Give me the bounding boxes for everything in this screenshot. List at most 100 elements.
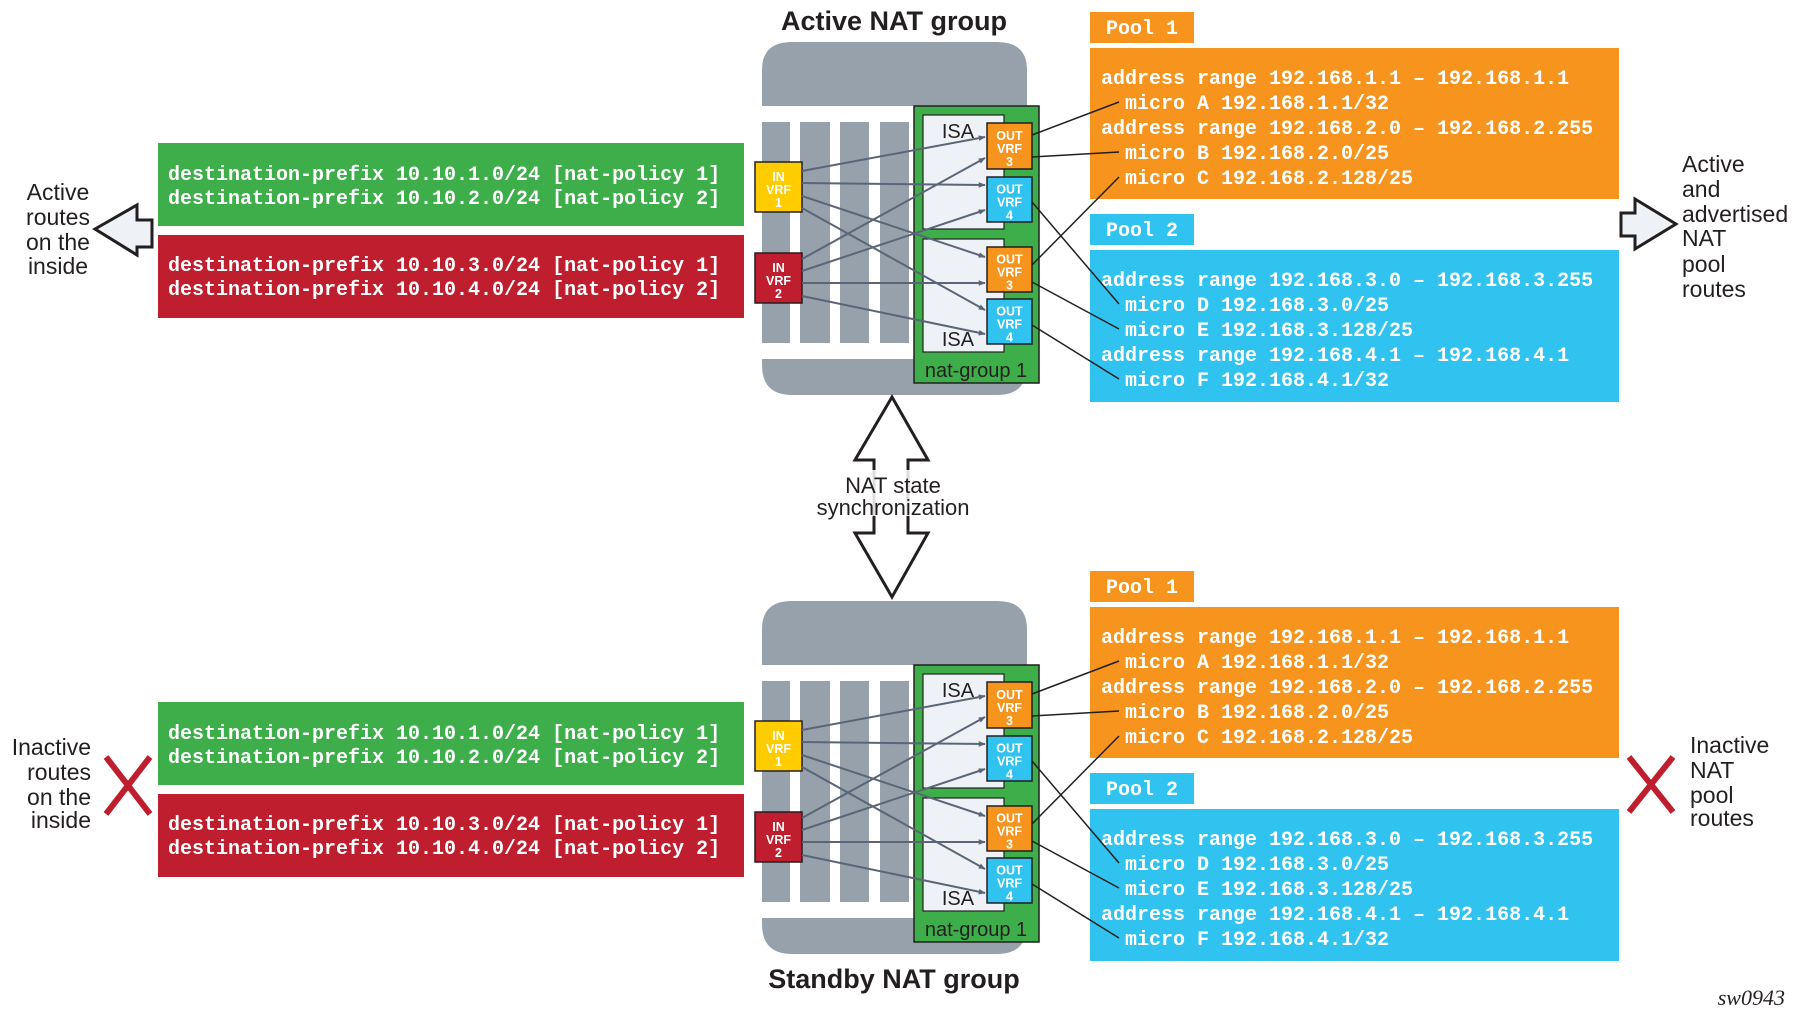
inside-status-line: Inactive [12,734,91,760]
standby-group-title: Standby NAT group [768,964,1019,994]
micro-net-link [1031,176,1120,266]
vrf-label-line: OUT [996,253,1023,267]
vrf-label-line: 3 [1006,155,1013,169]
red-routes-box [158,794,744,877]
pool-2-box [1090,809,1619,961]
pool-1-entry: address range 192.168.2.0 – 192.168.2.25… [1101,677,1593,700]
vrf-label-line: OUT [996,742,1023,756]
micro-net-link [1031,735,1120,825]
vrf-label-line: VRF [766,274,791,288]
vrf-mapping-arrow [801,135,986,172]
vrf-mapping-arrow [801,182,986,188]
pool-2-entry: micro D 192.168.3.0/25 [1101,295,1389,318]
inside-status-line: inside [28,253,88,279]
vrf-mapping-arrow [801,716,986,819]
nat-state-sync-arrow: NAT state synchronization [817,394,969,601]
green-routes-box [158,702,744,785]
pool-1-box [1090,607,1619,758]
figure-id: sw0943 [1718,985,1785,1010]
micro-net-link [1031,710,1120,717]
vrf-label-line: 4 [1006,890,1013,904]
pool-1-entry: address range 192.168.2.0 – 192.168.2.25… [1101,118,1593,141]
vrf-mapping-arrow [801,195,986,258]
outside-status-line: and [1682,176,1720,202]
vrf-label-line: OUT [996,183,1023,197]
vrf-label-line: VRF [997,196,1022,210]
micro-net-link [1031,151,1120,158]
vrf-label-line: VRF [997,755,1022,769]
vrf-mapping-arrow [801,768,986,831]
route-entry: destination-prefix 10.10.1.0/24 [nat-pol… [168,723,720,746]
line-card-slot [762,122,790,343]
vrf-mapping-arrow [801,207,986,311]
pool-2-label: Pool 2 [1106,779,1178,802]
pool-2-entry: address range 192.168.4.1 – 192.168.4.1 [1101,904,1569,927]
vrf-mapping-arrow [801,766,986,870]
micro-net-link [1031,660,1120,695]
vrf-mapping-arrow [801,741,986,747]
vrf-mapping-arrow [801,157,986,260]
route-entry: destination-prefix 10.10.4.0/24 [nat-pol… [168,279,720,302]
vrf-label-line: VRF [997,877,1022,891]
vrf-label-line: VRF [997,825,1022,839]
vrf-label-line: 4 [1006,768,1013,782]
right-arrow-icon [1619,196,1679,252]
pool-1-entry: micro C 192.168.2.128/25 [1101,168,1413,191]
micro-net-link [1031,281,1120,330]
line-card-slot [800,681,830,902]
nat-group-label: nat-group 1 [925,360,1027,382]
route-entry: destination-prefix 10.10.4.0/24 [nat-pol… [168,838,720,861]
green-routes-box [158,143,744,226]
pool-2-entry: micro E 192.168.3.128/25 [1101,879,1413,902]
pool-2-entry: address range 192.168.4.1 – 192.168.4.1 [1101,345,1569,368]
active-group-title: Active NAT group [781,6,1007,36]
vrf-label-line: OUT [996,688,1023,702]
pool-2-entry: micro E 192.168.3.128/25 [1101,320,1413,343]
pool-1-entry: address range 192.168.1.1 – 192.168.1.1 [1101,627,1569,650]
vrf-label-line: OUT [996,864,1023,878]
micro-net-link [1031,760,1120,864]
micro-net-link [1031,324,1120,380]
pool-2-entry: address range 192.168.3.0 – 192.168.3.25… [1101,270,1593,293]
inside-status-line: on the [27,784,91,810]
vrf-mapping-arrow [801,694,986,731]
pool-2-entry: address range 192.168.3.0 – 192.168.3.25… [1101,829,1593,852]
isa-label: ISA [942,121,975,143]
pool-2-tag [1090,773,1194,804]
pool-2-entry: micro F 192.168.4.1/32 [1101,929,1389,952]
vrf-label-line: 4 [1006,331,1013,345]
red-routes-box [158,235,744,318]
line-card-slot [880,681,909,902]
inside-status-line: routes [26,204,90,230]
outside-status-line: pool [1690,782,1733,808]
vrf-label-line: VRF [997,701,1022,715]
line-card-slot [880,122,909,343]
vrf-label-line: VRF [997,318,1022,332]
vrf-label-line: 3 [1006,714,1013,728]
isa-label: ISA [942,329,975,351]
inside-routes: destination-prefix 10.10.1.0/24 [nat-pol… [158,143,744,318]
vrf-label-line: IN [772,261,785,275]
pool-1-entry: micro C 192.168.2.128/25 [1101,727,1413,750]
x-mark-icon [1626,755,1676,814]
pool-1-label: Pool 1 [1106,18,1178,41]
isa-label: ISA [942,680,975,702]
vrf-label-line: VRF [766,833,791,847]
vrf-label-line: IN [772,170,785,184]
vrf-label-line: 2 [775,846,782,860]
pool-2-entry: micro F 192.168.4.1/32 [1101,370,1389,393]
inside-status-line: routes [27,759,91,785]
vrf-label-line: OUT [996,812,1023,826]
vrf-label-line: 1 [775,755,782,769]
